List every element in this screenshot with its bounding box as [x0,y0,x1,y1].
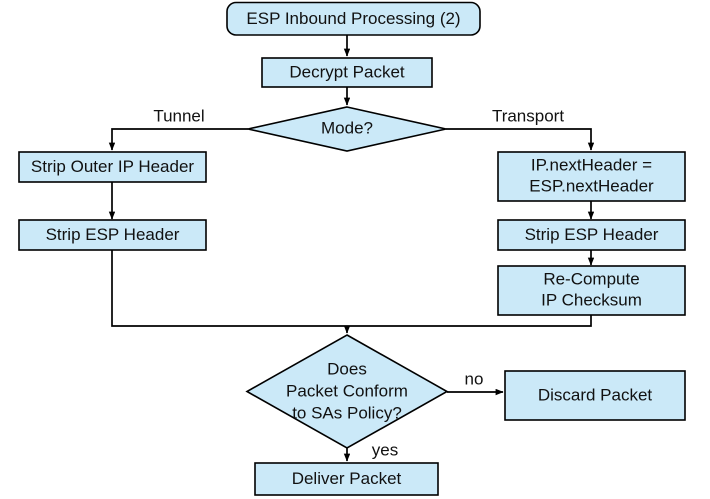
edge-label-transport: Transport [492,106,564,125]
node-label-deliver: Deliver Packet [292,469,402,488]
node-label-discard: Discard Packet [538,385,653,404]
edge-label-yes: yes [372,440,398,459]
process-shape [504,370,686,421]
node-label-recompute-line2: IP Checksum [541,290,642,309]
node-mode-decision[interactable]: Mode? [247,106,447,152]
node-recompute-ip-checksum[interactable]: Re-Compute IP Checksum [497,265,686,316]
node-label-conform-line1: Does [327,359,367,378]
node-deliver-packet[interactable]: Deliver Packet [254,462,439,496]
node-decrypt-packet[interactable]: Decrypt Packet [261,57,433,88]
node-label-decrypt: Decrypt Packet [289,62,405,81]
node-esp-inbound-processing[interactable]: ESP Inbound Processing (2) [226,1,481,36]
node-strip-esp-header-transport[interactable]: Strip ESP Header [497,219,686,251]
edge-label-no: no [465,369,484,388]
edge-labels: Tunnel Transport no yes [153,106,564,459]
node-label-start: ESP Inbound Processing (2) [246,9,460,28]
node-label-strip-outer-ip: Strip Outer IP Header [31,157,194,176]
terminator-shape [226,1,481,36]
process-shape [18,219,207,251]
node-ip-nextheader-assignment[interactable]: IP.nextHeader = ESP.nextHeader [497,151,686,202]
decision-shape [247,106,447,152]
edge-transport-merge [347,314,592,327]
decision-shape [245,334,449,449]
connectors [108,35,595,462]
process-shape [261,57,433,88]
node-strip-outer-ip-header[interactable]: Strip Outer IP Header [18,151,207,183]
node-label-strip-esp-tunnel: Strip ESP Header [46,225,180,244]
process-shape [18,151,207,183]
node-discard-packet[interactable]: Discard Packet [504,370,686,421]
node-label-strip-esp-transport: Strip ESP Header [525,225,659,244]
edge-label-tunnel: Tunnel [153,106,204,125]
process-shape [497,151,686,202]
node-conform-decision[interactable]: Does Packet Conform to SAs Policy? [245,334,449,449]
node-strip-esp-header-tunnel[interactable]: Strip ESP Header [18,219,207,251]
node-label-nextheader-line1: IP.nextHeader = [531,155,652,174]
node-label-recompute-line1: Re-Compute [543,269,639,288]
node-label-mode: Mode? [321,118,373,137]
node-label-conform-line3: to SAs Policy? [292,403,402,422]
node-label-conform-line2: Packet Conform [286,381,408,400]
process-shape [497,219,686,251]
edge-mode-tunnel [108,128,248,151]
edge-mode-transport [446,128,595,151]
process-shape [254,462,439,496]
process-shape [497,265,686,316]
edge-tunnel-merge [111,250,347,327]
node-label-nextheader-line2: ESP.nextHeader [529,176,654,195]
